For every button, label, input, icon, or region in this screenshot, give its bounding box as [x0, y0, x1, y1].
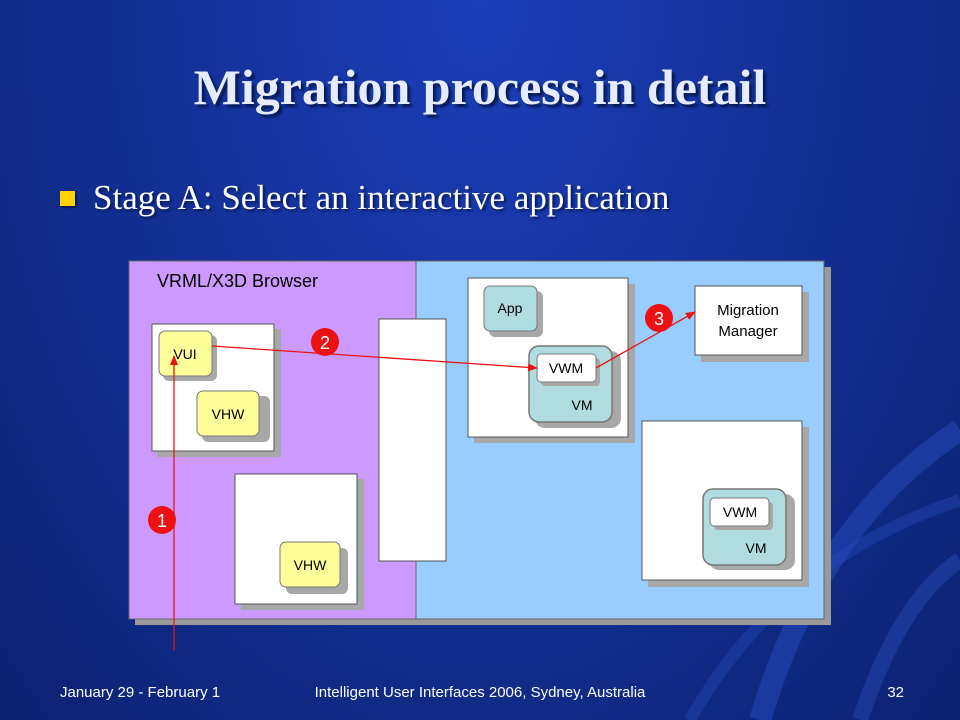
migration-manager-box: [694, 285, 803, 356]
footer-date: January 29 - February 1: [60, 684, 221, 701]
bridge-column: [378, 318, 447, 562]
vwm-label-lower: VWM: [723, 504, 757, 520]
vm-label-lower: VM: [746, 540, 767, 556]
step-3-arrow: [595, 311, 696, 369]
vm-label-upper: VM: [572, 397, 593, 413]
vwm-box-lower: [709, 497, 770, 527]
bullet-item: Stage A: Select an interactive applicati…: [60, 178, 669, 218]
step-2-marker: [311, 328, 339, 356]
slide-title: Migration process in detail: [193, 59, 767, 115]
vhw-box-lower: [279, 541, 341, 588]
bullet-text: Stage A: Select an interactive applicati…: [93, 178, 670, 217]
vhw-label-upper: VHW: [212, 406, 245, 422]
vui-label: VUI: [173, 346, 196, 362]
step-3-marker: [645, 304, 673, 332]
vwm-label-upper: VWM: [549, 360, 583, 376]
footer-conference: Intelligent User Interfaces 2006, Sydney…: [314, 684, 646, 701]
browser-label: VRML/X3D Browser: [157, 271, 318, 291]
migration-manager-line2: Manager: [718, 323, 777, 340]
vhw-label-lower: VHW: [294, 557, 327, 573]
slide-number: 32: [887, 684, 904, 701]
app-box: [483, 285, 538, 332]
step-2-label: 2: [320, 333, 330, 353]
vhw-box-upper: [196, 390, 260, 437]
step-1-marker: [148, 506, 176, 534]
step-3-label: 3: [654, 309, 664, 329]
app-label: App: [498, 300, 523, 316]
migration-manager-line1: Migration: [717, 302, 779, 319]
bullet-square-icon: [60, 190, 75, 206]
step-2-arrow: [211, 345, 538, 372]
step-1-label: 1: [157, 511, 167, 531]
